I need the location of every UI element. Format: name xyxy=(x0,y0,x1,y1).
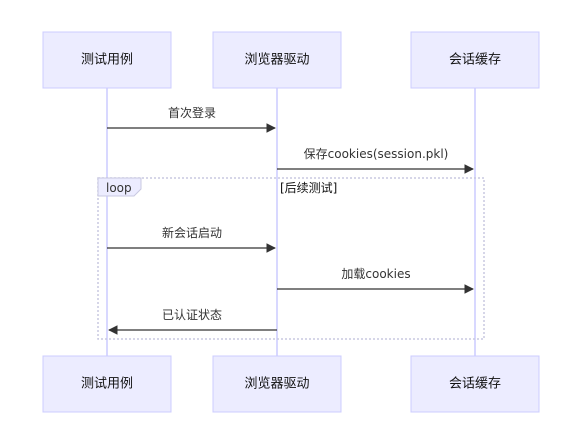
actor-box-driver-bottom[interactable] xyxy=(212,355,342,413)
loop-frame-border xyxy=(97,177,485,340)
lifelines xyxy=(106,88,476,356)
loop-keyword: loop xyxy=(106,181,132,195)
messages: 首次登录 保存cookies(session.pkl) 新会话启动 加载cook… xyxy=(107,105,474,335)
actor-box-cache-bottom[interactable] xyxy=(410,355,540,413)
loop-tab xyxy=(97,177,142,197)
actor-box-test-bottom[interactable] xyxy=(42,355,172,413)
actor-box-test-top[interactable] xyxy=(42,31,172,89)
message-label-4: 加载cookies xyxy=(341,267,410,281)
actor-label-cache-bottom: 会话缓存 xyxy=(449,377,501,392)
message-label-3: 新会话启动 xyxy=(162,225,222,240)
message-label-5: 已认证状态 xyxy=(162,308,222,322)
actors-top: 测试用例 浏览器驱动 会话缓存 xyxy=(42,31,540,89)
actor-label-test-bottom: 测试用例 xyxy=(81,377,133,392)
message-label-1: 首次登录 xyxy=(168,105,216,120)
actor-box-cache-top[interactable] xyxy=(410,31,540,89)
message-label-2: 保存cookies(session.pkl) xyxy=(304,147,449,161)
actor-label-driver-top: 浏览器驱动 xyxy=(244,52,309,68)
actor-label-driver-bottom: 浏览器驱动 xyxy=(244,376,309,392)
actor-label-test-top: 测试用例 xyxy=(81,53,133,68)
actors-bottom: 测试用例 浏览器驱动 会话缓存 xyxy=(42,355,540,413)
loop-condition: [后续测试] xyxy=(280,180,337,195)
loop-frame: loop [后续测试] xyxy=(97,177,485,340)
actor-label-cache-top: 会话缓存 xyxy=(449,53,501,68)
actor-box-driver-top[interactable] xyxy=(212,31,342,89)
